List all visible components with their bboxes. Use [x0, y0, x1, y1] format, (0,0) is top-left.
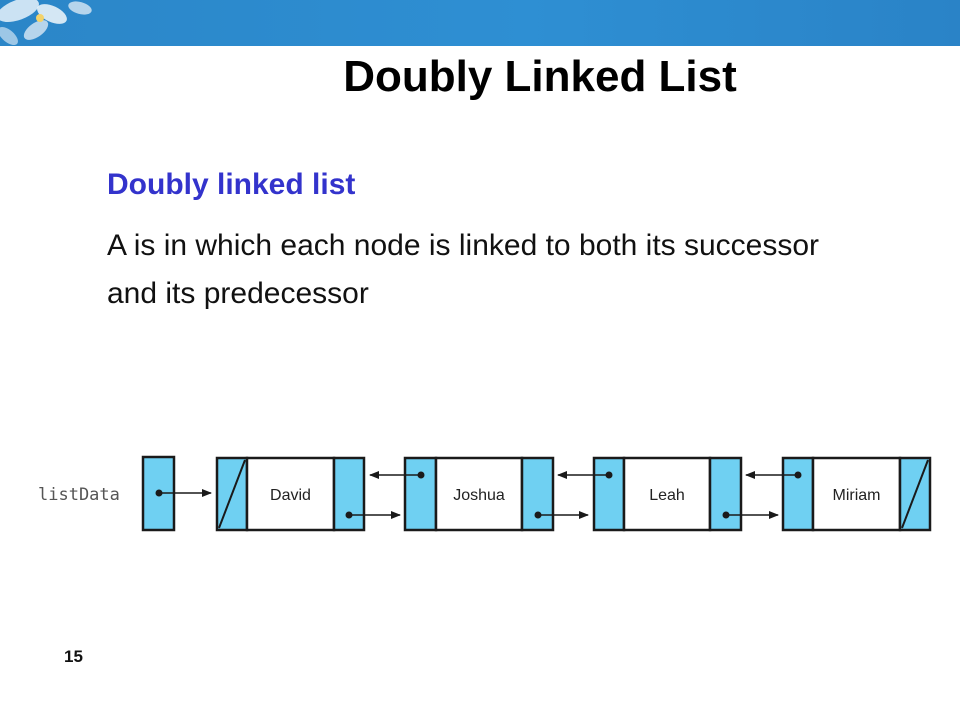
- head-pointer-box: [141, 455, 212, 532]
- top-banner: [0, 0, 960, 46]
- definition-text: A is in which each node is linked to bot…: [107, 229, 820, 310]
- list-head-label: listData: [38, 485, 120, 505]
- null-pointer-slash: [218, 459, 246, 529]
- subtitle: Doubly linked list: [107, 168, 356, 201]
- doubly-linked-list-diagram: listData David Joshua Leah: [38, 455, 932, 532]
- null-pointer-slash: [901, 459, 929, 529]
- page-number: 15: [64, 647, 83, 666]
- node-label: Joshua: [453, 487, 505, 504]
- node-label: Miriam: [833, 487, 881, 504]
- list-node: Miriam: [745, 456, 932, 532]
- list-node: Joshua: [369, 456, 589, 532]
- flower-icon: [0, 0, 92, 45]
- list-node: David: [215, 456, 401, 532]
- node-label: Leah: [649, 487, 685, 504]
- node-label: David: [270, 487, 311, 504]
- slide-title: Doubly Linked List: [343, 52, 737, 101]
- list-node: Leah: [557, 456, 779, 532]
